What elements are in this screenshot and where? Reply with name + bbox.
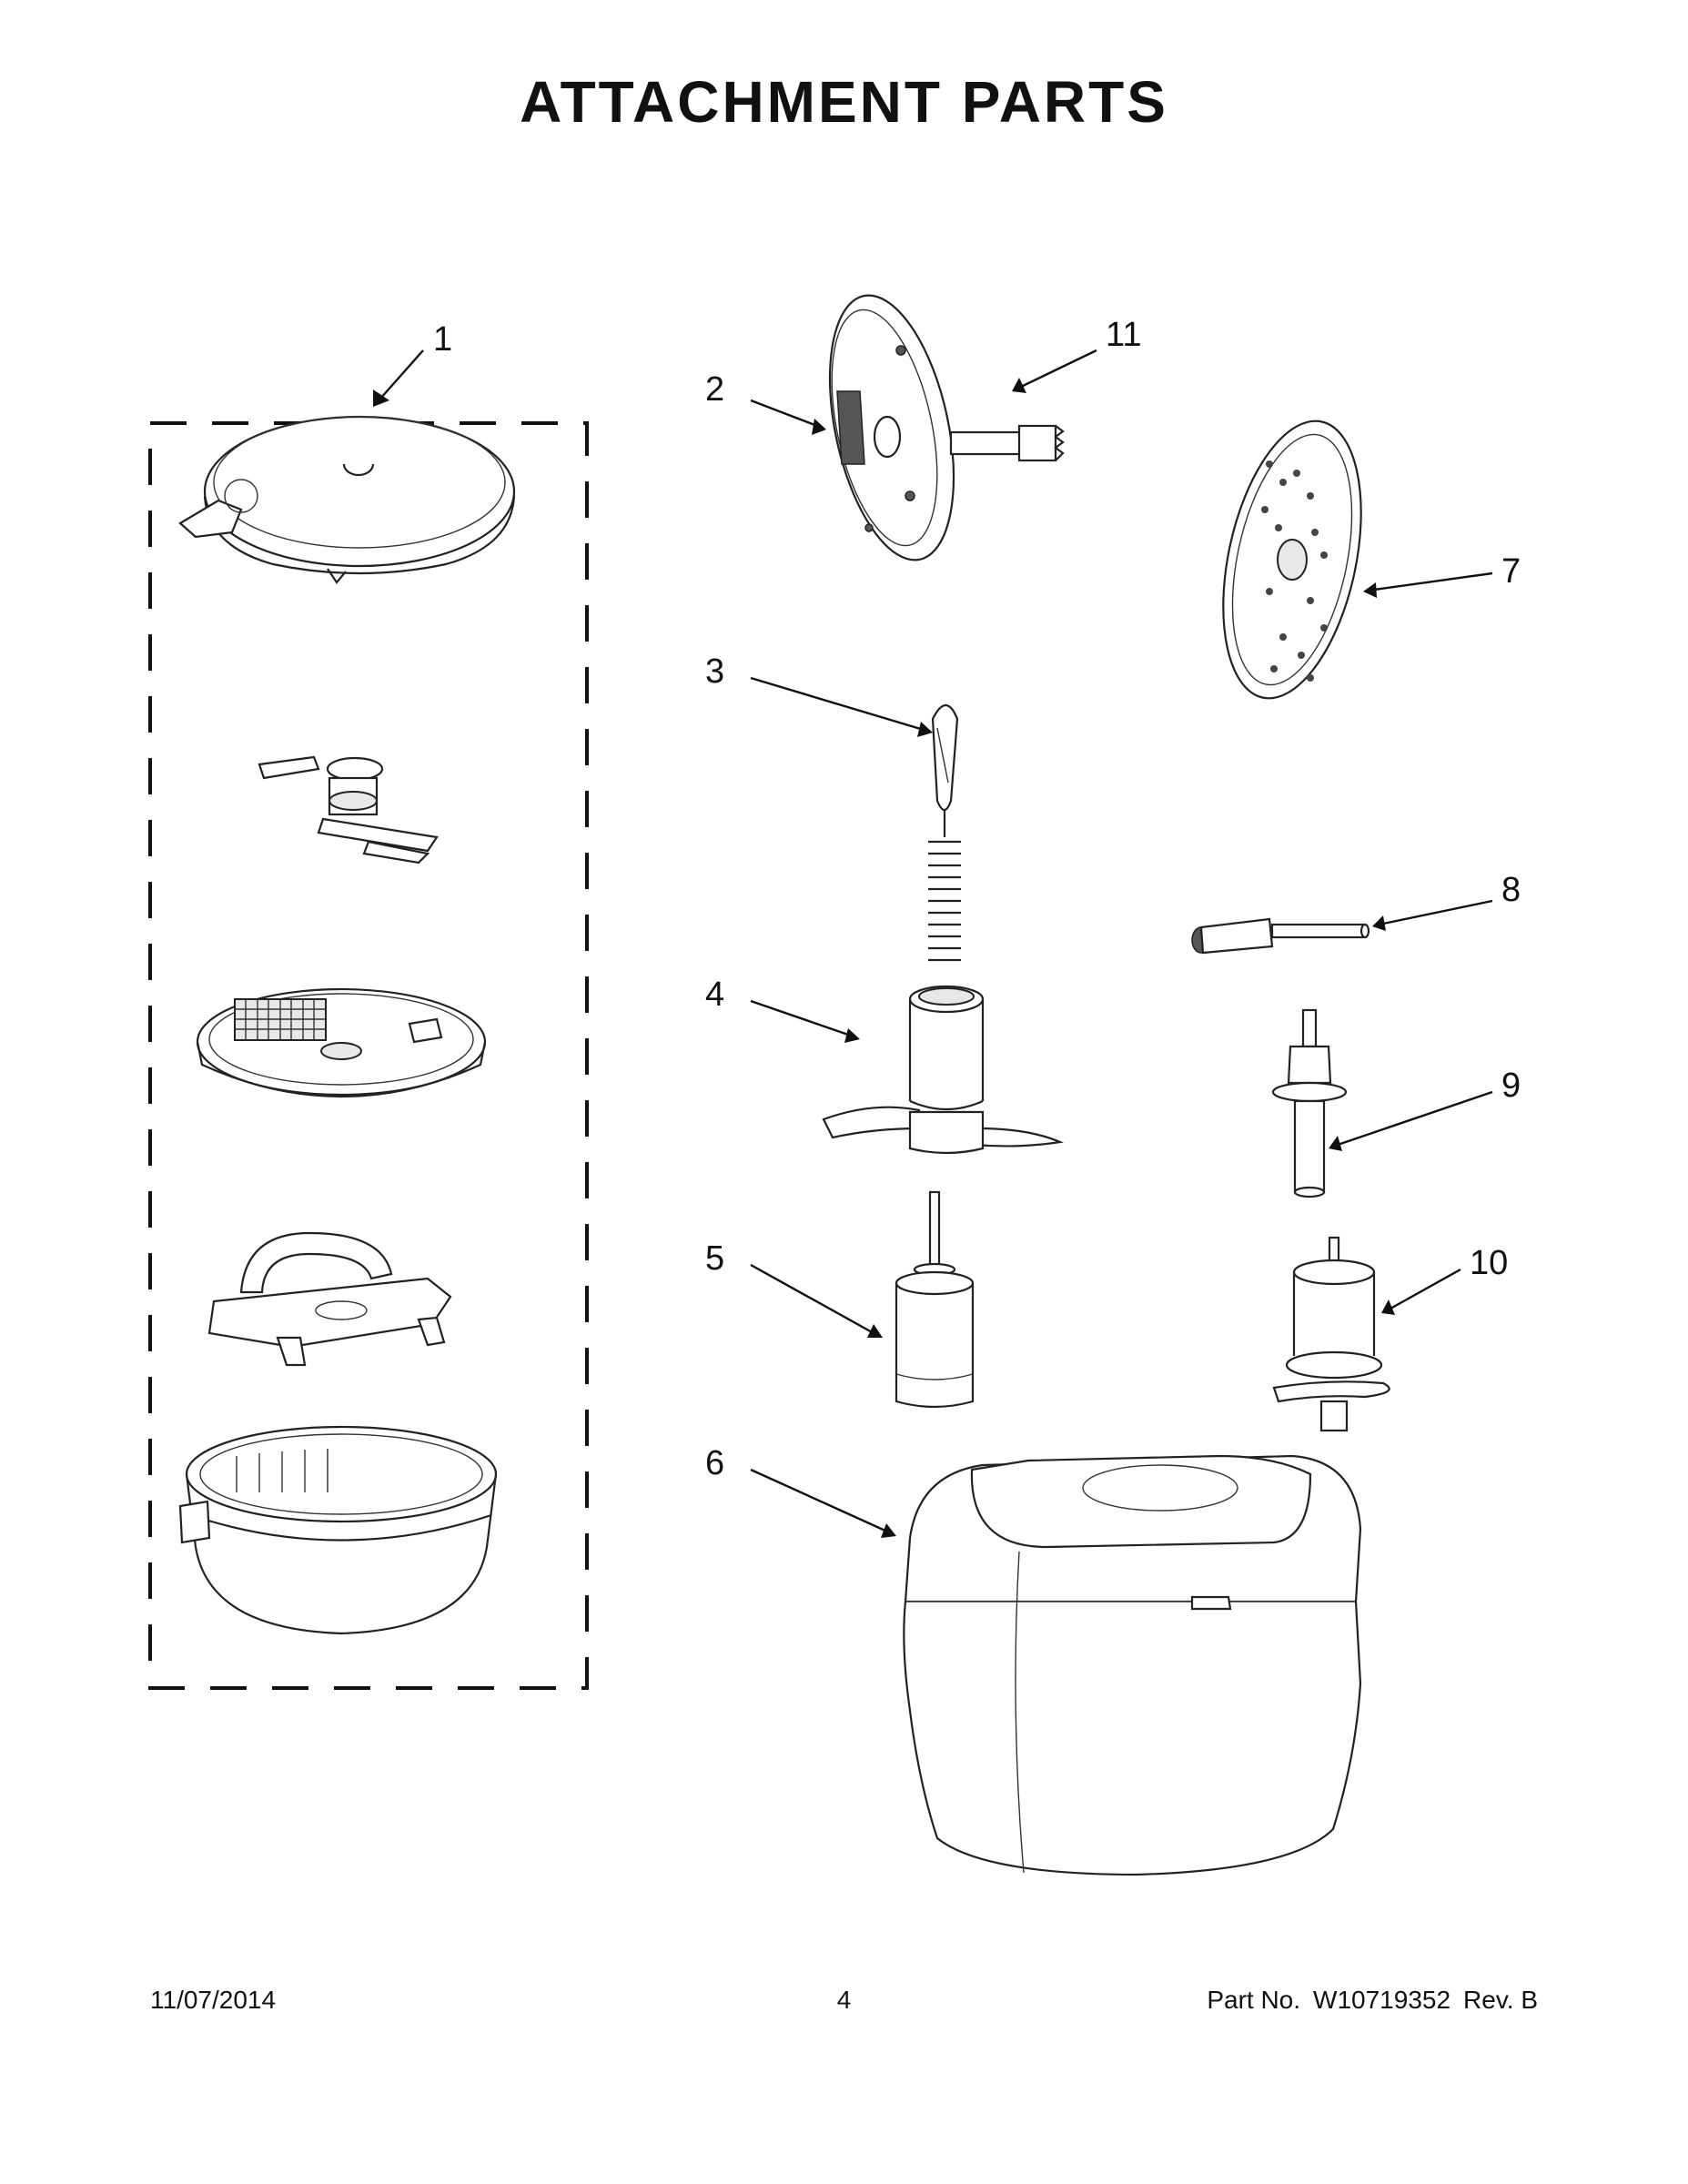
callout-10: 10: [1470, 1244, 1508, 1282]
callout-2: 2: [705, 370, 724, 409]
part-9-drive-spindle: [1271, 1008, 1348, 1198]
part-11-disc-stem: [949, 424, 1065, 462]
callout-arrows: [373, 349, 1493, 1538]
part-10-dough-blade: [1272, 1236, 1390, 1432]
page-title: ATTACHMENT PARTS: [520, 69, 1168, 135]
callout-4: 4: [705, 976, 724, 1014]
kit-food-pusher: [258, 755, 439, 864]
footer-part-info: Part No. W10719352 Rev. B: [1194, 1986, 1538, 2015]
kit-bowl: [178, 1425, 498, 1635]
kit-lid: [178, 415, 516, 584]
footer-part-number: W10719352: [1313, 1986, 1451, 2014]
part-4-mini-blade: [822, 985, 1064, 1155]
callout-1: 1: [433, 320, 452, 359]
kit-handle-cover: [207, 1231, 452, 1367]
callout-3: 3: [705, 652, 724, 691]
part-7-shredding-disc: [1222, 420, 1362, 700]
callout-8: 8: [1501, 871, 1521, 909]
callout-11: 11: [1106, 316, 1141, 354]
part-2-slicing-disc: [828, 294, 955, 561]
footer-revision: Rev. B: [1463, 1986, 1538, 2014]
footer-page-number: 4: [836, 1986, 852, 2014]
part-5-stem-adapter: [895, 1190, 975, 1409]
kit-dicing-grid: [196, 987, 487, 1098]
part-3-cleaning-brush: [928, 703, 961, 962]
callout-9: 9: [1501, 1067, 1521, 1105]
callout-5: 5: [705, 1239, 724, 1278]
callout-7: 7: [1501, 552, 1521, 591]
callout-6: 6: [705, 1444, 724, 1482]
part-8-drive-adapter: [1191, 917, 1370, 955]
footer-date: 11/07/2014: [150, 1986, 277, 2014]
footer-part-label: Part No.: [1207, 1986, 1301, 2014]
part-6-storage-case: [903, 1454, 1362, 1876]
